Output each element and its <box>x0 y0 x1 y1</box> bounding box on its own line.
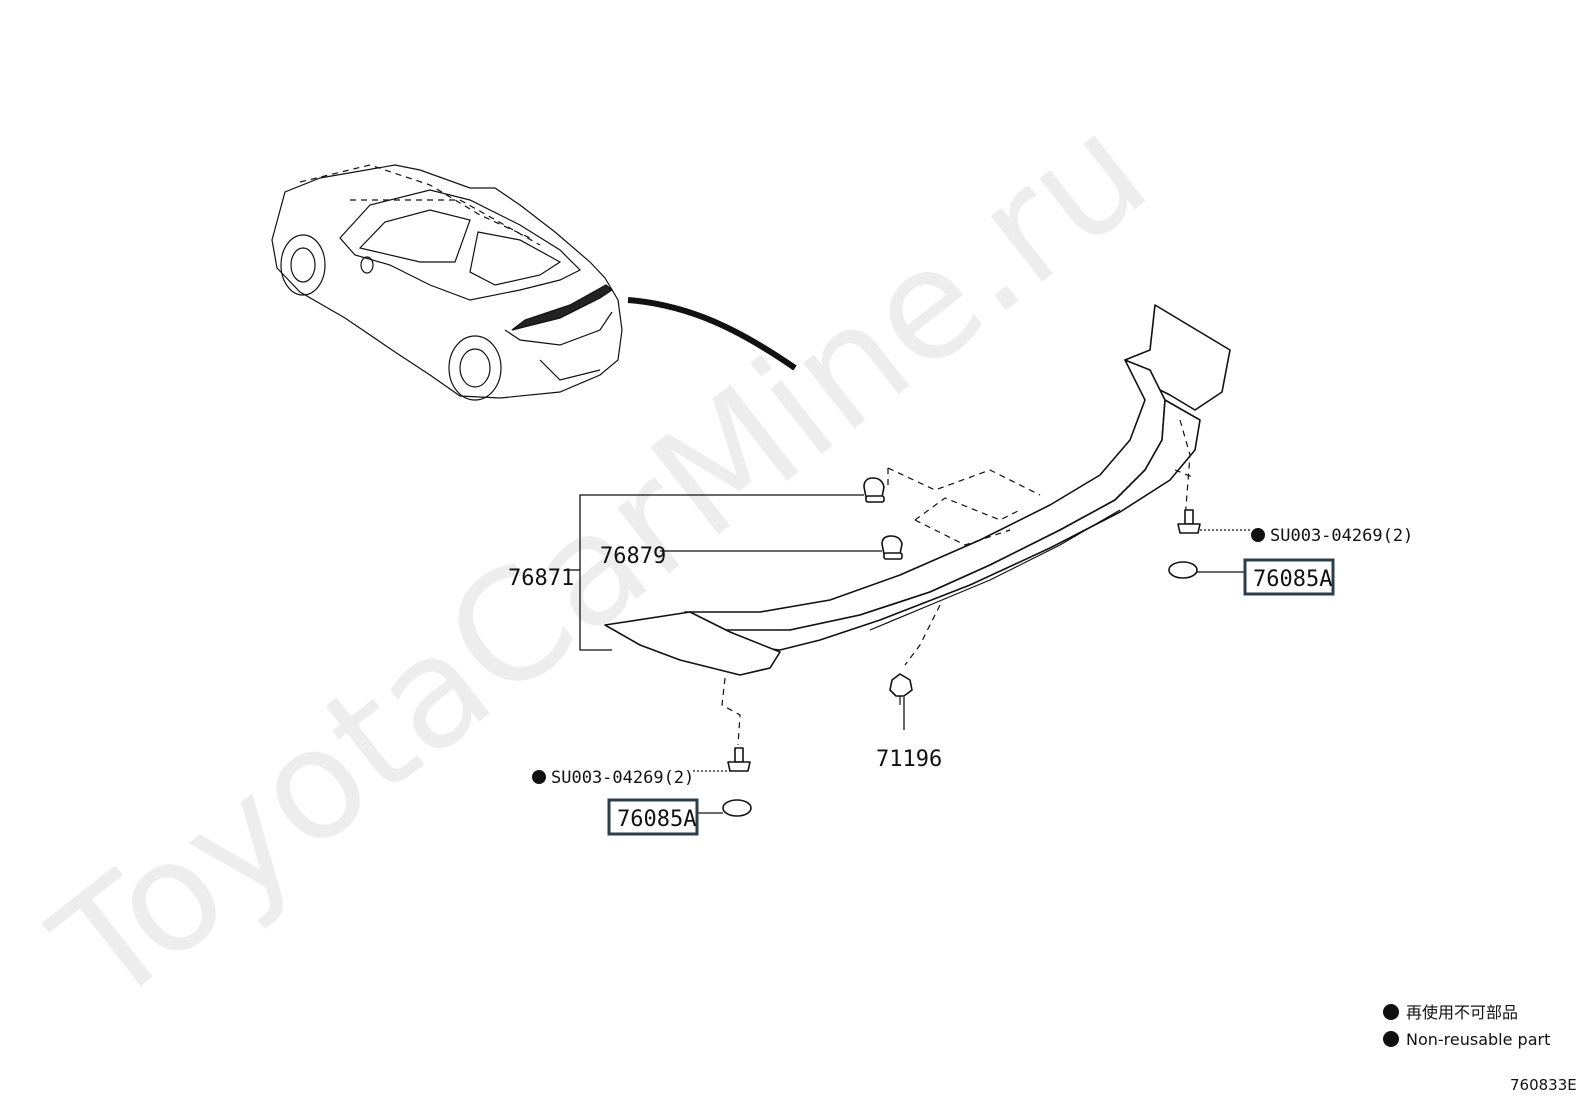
cushion-lower-icon <box>881 535 903 560</box>
bolt-right-icon <box>1177 509 1201 534</box>
legend: 再使用不可部品 Non-reusable part <box>1383 1003 1550 1049</box>
label-plug-left[interactable]: 76085A <box>617 807 696 832</box>
assembly-lines <box>721 419 1196 746</box>
label-bolt-right[interactable]: SU003-04269(2) <box>1270 526 1413 546</box>
bolt-left-icon <box>727 747 751 772</box>
non-reusable-marker-right <box>1251 528 1265 542</box>
label-plug-right[interactable]: 76085A <box>1253 567 1332 592</box>
legend-marker-en <box>1383 1031 1399 1047</box>
legend-text-jp: 再使用不可部品 <box>1406 1003 1518 1022</box>
rear-spoiler <box>604 304 1231 676</box>
label-bolt-left[interactable]: SU003-04269(2) <box>551 768 694 788</box>
clip-icon <box>889 673 913 705</box>
car-illustration <box>271 164 797 401</box>
label-clip[interactable]: 71196 <box>876 747 942 772</box>
plug-right-box <box>1243 558 1335 596</box>
legend-text-en: Non-reusable part <box>1406 1030 1550 1049</box>
label-cushion[interactable]: 76879 <box>600 544 666 569</box>
plug-right-icon <box>1168 561 1198 579</box>
figure-id: 760833E <box>1510 1076 1577 1094</box>
legend-marker-jp <box>1383 1004 1399 1020</box>
plug-left-icon <box>722 799 752 817</box>
plug-left-box <box>607 798 699 836</box>
leader-lines <box>566 494 1250 814</box>
label-spoiler-assembly[interactable]: 76871 <box>508 566 574 591</box>
cushion-upper-icon <box>863 477 885 503</box>
non-reusable-marker-left <box>532 770 546 784</box>
